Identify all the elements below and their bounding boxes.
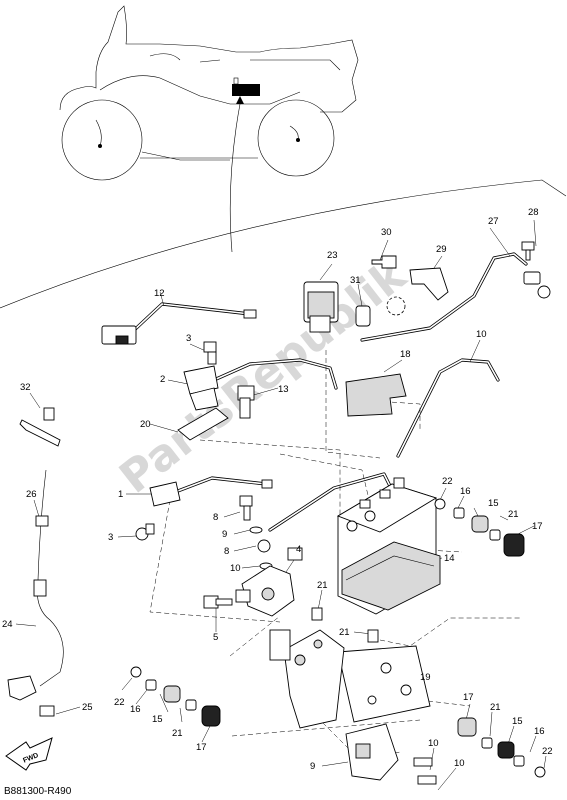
- callout-16-lower: 16: [534, 726, 545, 737]
- callout-17-right: 17: [532, 521, 543, 532]
- callout-3-upper: 3: [186, 333, 191, 344]
- callout-15-left: 15: [152, 714, 163, 725]
- callout-7: 8: [213, 512, 218, 523]
- callout-14: 14: [444, 553, 455, 564]
- callout-25: 25: [82, 702, 93, 713]
- callout-10-upper: 10: [428, 738, 439, 749]
- callout-32: 32: [20, 382, 31, 393]
- callout-19: 19: [420, 672, 431, 683]
- callout-24: 24: [2, 619, 13, 630]
- callout-23: 23: [327, 250, 338, 261]
- callout-21-mid: 21: [317, 580, 328, 591]
- union-bolt-3-upper: [203, 341, 217, 365]
- callout-21-right: 21: [508, 509, 519, 520]
- callout-18: 18: [400, 349, 411, 360]
- wheel-sensor-24: [7, 469, 64, 717]
- callout-17-left: 17: [196, 742, 207, 753]
- bolt-21-mid: [311, 607, 323, 621]
- sensor-27-end: [523, 271, 551, 299]
- callout-21-lower: 21: [339, 627, 350, 638]
- callout-4: 4: [296, 544, 301, 555]
- callout-30: 30: [381, 227, 392, 238]
- bolt-13: [237, 385, 255, 419]
- callout-10-lower: 10: [454, 758, 465, 769]
- callout-labels: 12 3 2 13 20 1 3 8 9 8 10 4 5 23 30 31 2…: [2, 207, 553, 772]
- bracket-and-bolts-29-30-31: [355, 255, 449, 327]
- washer-8-upper: [249, 526, 263, 534]
- relay-part-23: [303, 281, 339, 333]
- callout-2: 2: [160, 374, 165, 385]
- callout-28: 28: [528, 207, 539, 218]
- callout-12: 12: [154, 288, 165, 299]
- callout-16-right: 16: [460, 486, 471, 497]
- union-bolt-6: [257, 539, 271, 553]
- bracket-20: [177, 407, 229, 441]
- callout-22-lower: 22: [542, 746, 553, 757]
- callout-27: 27: [488, 216, 499, 227]
- callout-21-left: 21: [172, 728, 183, 739]
- bolt-7: [239, 495, 253, 521]
- valve-part-4: [235, 547, 303, 617]
- bolt-21-lower: [367, 629, 379, 643]
- union-bolt-3-lower: [135, 523, 155, 541]
- callout-26: 26: [26, 489, 37, 500]
- damper-part-18: [345, 373, 407, 417]
- callout-8-lower: 10: [230, 563, 241, 574]
- bolt-28: [521, 241, 535, 261]
- brake-tubes: [128, 252, 528, 532]
- callout-31: 31: [350, 275, 361, 286]
- motorcycle-silhouette: [59, 5, 359, 253]
- joint-block-2: [183, 365, 219, 411]
- watermark: PartsRepublik: [110, 249, 416, 504]
- callout-3-lower: 3: [108, 532, 113, 543]
- joint-block-1: [149, 479, 273, 507]
- callout-21-lower-right: 21: [490, 702, 501, 713]
- callout-22-left: 22: [114, 697, 125, 708]
- callout-15-lower: 15: [512, 716, 523, 727]
- callout-11: 10: [476, 329, 487, 340]
- bolt-5-left: [203, 595, 233, 609]
- clip-32: [19, 419, 61, 447]
- callout-29: 29: [436, 244, 447, 255]
- fwd-arrow-icon: FWD: [5, 737, 53, 771]
- bracket-9: [345, 723, 399, 781]
- callout-15-right: 15: [488, 498, 499, 509]
- callout-1: 1: [118, 489, 123, 500]
- abs-hydraulic-unit-14: [336, 477, 441, 615]
- diagram-code: B881300-R490: [4, 786, 72, 797]
- clip-32-head: [43, 407, 55, 421]
- mount-set-left-lower: [130, 666, 221, 727]
- callout-16-left: 16: [130, 704, 141, 715]
- fitting-part-12: [101, 309, 257, 345]
- callout-20: 20: [140, 419, 151, 430]
- callout-9: 9: [310, 761, 315, 772]
- mount-set-right-upper: [434, 498, 525, 557]
- mount-set-right-lower: [457, 717, 546, 778]
- callout-5-left: 5: [213, 632, 218, 643]
- callout-8-upper: 9: [222, 529, 227, 540]
- callout-6: 8: [224, 546, 229, 557]
- bracket-assembly-19: [269, 629, 431, 729]
- leader-lines: [15, 219, 547, 791]
- callout-13: 13: [278, 384, 289, 395]
- callout-22-right: 22: [442, 476, 453, 487]
- bolts-10: [413, 757, 437, 785]
- callout-17-lower: 17: [463, 692, 474, 703]
- frame-outline: [0, 179, 567, 309]
